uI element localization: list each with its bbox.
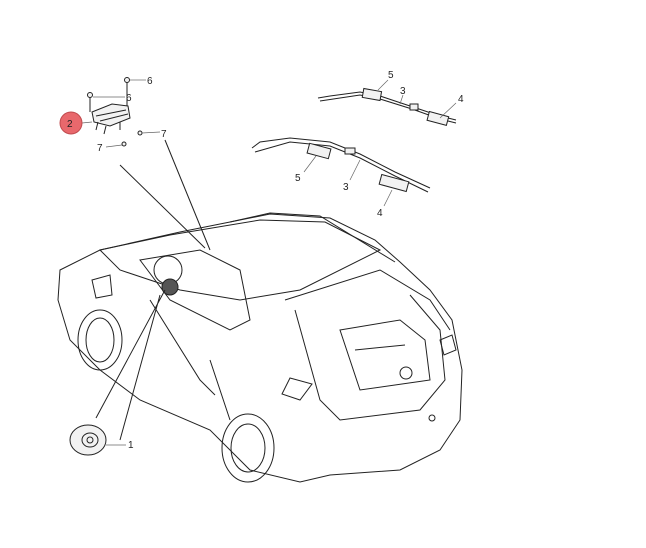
callout-4-lower[interactable]: 4 bbox=[377, 208, 383, 219]
driver-airbag-module[interactable] bbox=[69, 424, 107, 456]
callout-5-upper[interactable]: 5 bbox=[388, 70, 394, 81]
upper-curtain-airbag[interactable] bbox=[317, 87, 457, 127]
callout-6-left[interactable]: 6 bbox=[126, 93, 132, 104]
driver-airbag-location bbox=[161, 278, 179, 296]
selected-callout-marker[interactable] bbox=[59, 111, 83, 135]
callout-4-upper[interactable]: 4 bbox=[458, 94, 464, 105]
callout-3-lower[interactable]: 3 bbox=[343, 182, 349, 193]
callout-6-upper[interactable]: 6 bbox=[147, 76, 153, 87]
callout-2[interactable]: 2 bbox=[67, 119, 73, 130]
callout-7-right[interactable]: 7 bbox=[161, 129, 167, 140]
callout-7-left[interactable]: 7 bbox=[97, 143, 103, 154]
lower-curtain-airbag[interactable] bbox=[251, 137, 431, 193]
callout-5-lower[interactable]: 5 bbox=[295, 173, 301, 184]
passenger-airbag-module[interactable] bbox=[87, 77, 143, 147]
vehicle-outline bbox=[57, 212, 463, 483]
callout-3-upper[interactable]: 3 bbox=[400, 86, 406, 97]
callout-1[interactable]: 1 bbox=[128, 440, 134, 451]
